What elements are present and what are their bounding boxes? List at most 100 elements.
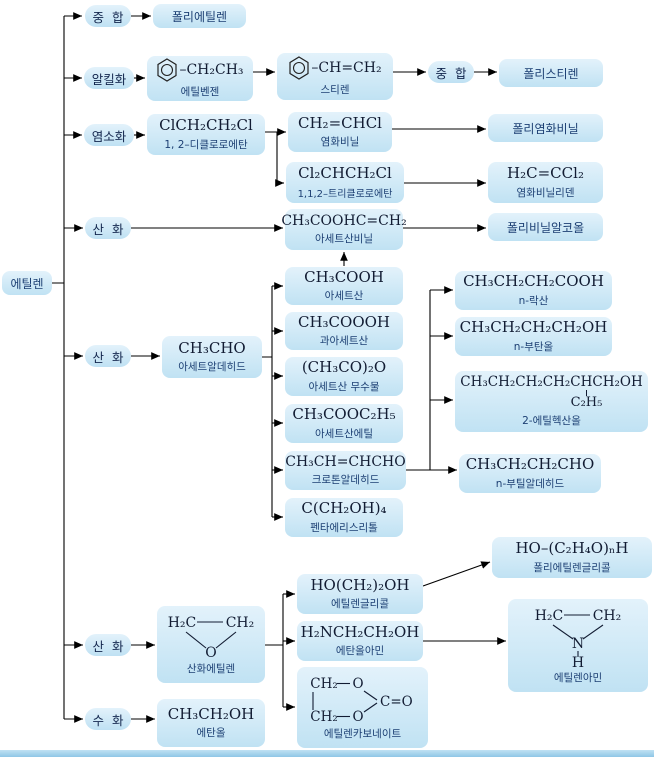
atom-group: CH₂: [310, 709, 338, 724]
compound-name: n-부탄올: [513, 340, 554, 353]
formula: H₂C=CCl₂: [507, 164, 584, 183]
node-ethanolamine: H₂NCH₂CH₂OH 에탄올아민: [297, 621, 423, 661]
formula-row: –CH=CH₂: [288, 56, 382, 80]
node-butyric-acid: CH₃CH₂CH₂COOH n-락산: [455, 271, 612, 310]
formula: CH₃CH₂CH₂COOH: [463, 272, 604, 291]
compound-name: 에틸렌카보네이트: [323, 728, 402, 740]
reaction-label: 중 합: [435, 65, 467, 81]
atom-group: H₂C: [168, 615, 197, 631]
compound-name: 크로톤알데히드: [311, 474, 380, 487]
compound-name: 아세트산 무수물: [308, 380, 380, 393]
formula: HO(CH₂)₂OH: [310, 575, 410, 594]
node-vinyl-chloride: CH₂=CHCl 염화비닐: [288, 112, 392, 152]
node-polyethylene-glycol: HO–(C₂H₄O)ₙH 폴리에틸렌글리콜: [492, 537, 652, 578]
formula: CH₃CH₂CH₂CH₂CHCH₂OH: [460, 373, 643, 390]
formula: CH₂=CHCl: [298, 113, 382, 132]
node-acetic-acid: CH₃COOH 아세트산: [285, 267, 403, 305]
node-styrene: –CH=CH₂ 스티렌: [277, 53, 393, 100]
formula-row: –CH₂CH₃: [156, 58, 244, 82]
node-vinyl-acetate: CH₃COOHC=CH₂ 아세트산비닐: [281, 209, 407, 250]
node-polyethylene: 폴리에틸렌: [153, 4, 246, 28]
compound-name: 과아세트산: [319, 335, 369, 348]
node-ethyl-acetate: CH₃COOC₂H₅ 아세트산에틸: [285, 404, 403, 443]
formula: CH₃COOC₂H₅: [292, 405, 396, 424]
formula: CH₃COOH: [304, 267, 384, 286]
compound-name: 폴리스티렌: [523, 66, 579, 81]
compound-name: 에틸렌아민: [553, 672, 603, 684]
compound-name: 1, 2–디클로로에탄: [164, 138, 248, 151]
compound-name: 아세트산에틸: [315, 427, 373, 440]
formula: –CH=CH₂: [311, 59, 382, 76]
compound-name: 폴리에틸렌글리콜: [533, 561, 611, 574]
formula: CH₃COOOH: [297, 312, 391, 331]
formula: ClCH₂CH₂Cl: [159, 116, 253, 135]
compound-name: 에탄올아민: [335, 645, 385, 658]
compound-name: 펜타에리스리톨: [310, 521, 378, 534]
compound-name: 에틸렌: [10, 276, 44, 291]
node-polystyrene: 폴리스티렌: [499, 59, 603, 87]
compound-name: 폴리염화비닐: [512, 121, 579, 136]
atom-group: CH₂: [226, 615, 255, 631]
node-ethylene-glycol: HO(CH₂)₂OH 에틸렌글리콜: [297, 574, 423, 614]
node-acetic-anhydride: (CH₃CO)₂O 아세트산 무수물: [285, 357, 403, 396]
formula: CH₃CH=CHCHO: [285, 453, 406, 470]
atom-group: H₂C: [535, 608, 564, 624]
reaction-label: 산 화: [92, 221, 124, 237]
compound-name: 산화에틸렌: [186, 663, 236, 675]
node-ethanol: CH₃CH₂OH 에탄올: [157, 699, 265, 747]
node-pva: 폴리비닐알코올: [488, 213, 603, 241]
reaction-label: 알킬화: [91, 71, 127, 87]
formula: CH₃COOHC=CH₂: [281, 212, 407, 229]
formula: CH₃CH₂CH₂CH₂OH: [459, 318, 608, 337]
node-pvc: 폴리염화비닐: [488, 114, 603, 142]
formula: HO–(C₂H₄O)ₙH: [515, 539, 629, 558]
reaction-label: 산 화: [92, 349, 124, 365]
reaction-alkylation: 알킬화: [84, 67, 134, 89]
compound-name: n-부틸알데히드: [495, 477, 565, 490]
reaction-hydration: 수 화: [85, 708, 131, 730]
formula: –CH₂CH₃: [179, 61, 244, 78]
compound-name: 폴리비닐알코올: [506, 220, 585, 235]
compound-name: 에틸렌글리콜: [331, 598, 389, 611]
formula: CH₃CH₂CH₂CHO: [465, 455, 595, 474]
atom-group: N: [572, 636, 584, 652]
formula: (CH₃CO)₂O: [301, 358, 387, 377]
bottom-border-decoration: [0, 750, 654, 757]
compound-name: 염화비닐: [320, 136, 360, 149]
compound-name: 아세트산비닐: [315, 233, 373, 246]
reaction-label: 산 화: [92, 638, 124, 654]
node-pentaerythritol: C(CH₂OH)₄ 펜타에리스리톨: [285, 498, 403, 537]
reaction-polymerization-2: 중 합: [428, 61, 474, 83]
ethyleneimine-structure: H₂C CH₂ N H: [535, 608, 622, 668]
bond-line: [586, 390, 587, 397]
formula: CH₃CH₂OH: [167, 704, 255, 723]
node-ethylene-carbonate: CH₂ O CH₂ O C=O 에틸렌카보네이트: [297, 667, 428, 748]
compound-name: 2-에틸헥산올: [522, 415, 581, 428]
atom-group: CH₂: [593, 608, 622, 624]
atom-group: CH₂: [310, 676, 338, 692]
branch-formula: C₂H₅: [570, 395, 603, 411]
formula: H₂NCH₂CH₂OH: [300, 622, 420, 641]
compound-name: 1,1,2–트리클로로에탄: [297, 188, 393, 200]
reaction-label: 수 화: [92, 712, 124, 728]
ethylene-oxide-structure: H₂C CH₂ O: [168, 615, 255, 659]
atom-group: O: [352, 709, 363, 724]
formula: C(CH₂OH)₄: [301, 499, 387, 518]
atom-group: C=O: [380, 694, 413, 710]
benzene-ring-icon: [157, 58, 178, 82]
node-ethylene-root: 에틸렌: [2, 271, 52, 295]
compound-name: n-락산: [518, 294, 549, 307]
node-butyraldehyde: CH₃CH₂CH₂CHO n-부틸알데히드: [459, 454, 601, 493]
node-peracetic-acid: CH₃COOOH 과아세트산: [285, 312, 403, 350]
compound-name: 스티렌: [320, 84, 350, 96]
reaction-polymerization-1: 중 합: [85, 5, 131, 27]
node-crotonaldehyde: CH₃CH=CHCHO 크로톤알데히드: [285, 451, 406, 490]
compound-name: 아세트산: [324, 290, 364, 303]
node-dichloroethane: ClCH₂CH₂Cl 1, 2–디클로로에탄: [147, 114, 265, 155]
node-ethylene-oxide: H₂C CH₂ O 산화에틸렌: [157, 606, 265, 683]
node-ethyleneimine: H₂C CH₂ N H 에틸렌아민: [508, 599, 648, 692]
atom-group: O: [205, 645, 216, 659]
atom-group: H: [572, 655, 584, 668]
